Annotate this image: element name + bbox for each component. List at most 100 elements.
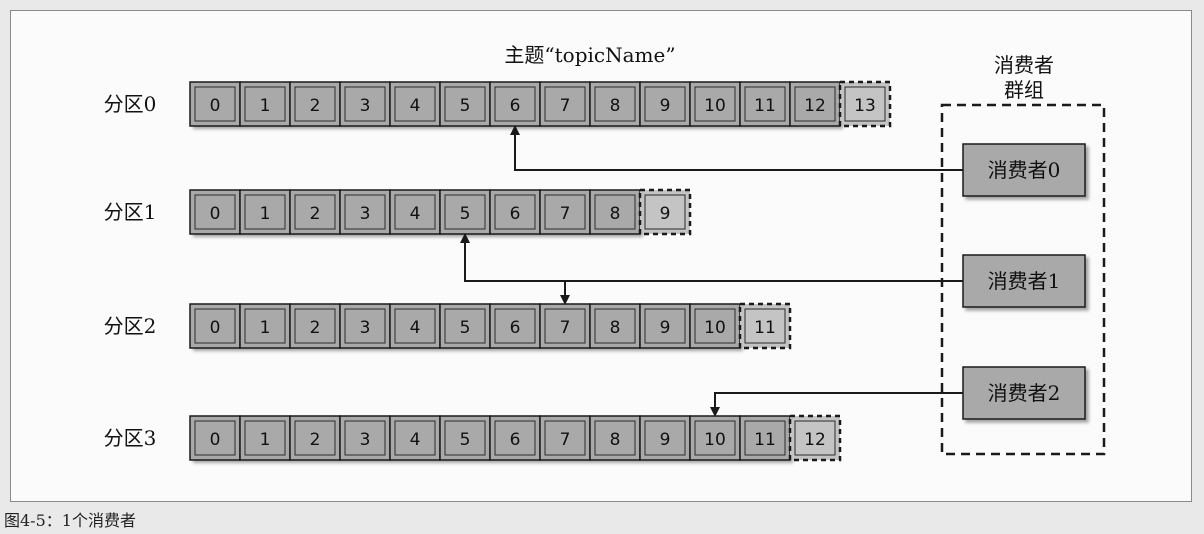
offset-cell-inner [244, 86, 286, 122]
consumer-group-label-line2: 群组 [1004, 78, 1044, 102]
offset-number: 1 [260, 96, 271, 116]
offset-number: 0 [210, 96, 221, 116]
offset-number: 5 [460, 96, 471, 116]
offset-cell-inner [344, 194, 386, 230]
offset-cell [389, 415, 441, 461]
offset-number: 8 [610, 96, 621, 116]
offset-cell-inner [594, 420, 636, 456]
offset-cell-inner [744, 86, 786, 122]
offset-number: 6 [510, 430, 521, 450]
offset-cell [589, 415, 641, 461]
offset-cell-inner [644, 86, 686, 122]
consumer-label: 消费者0 [988, 158, 1061, 182]
offset-cell-inner [594, 86, 636, 122]
offset-cell [289, 303, 341, 349]
offset-cell-inner [794, 420, 836, 456]
read-arrow [460, 233, 963, 282]
offset-number: 11 [754, 430, 776, 450]
offset-cell-inner [444, 420, 486, 456]
offset-cell [789, 81, 841, 127]
offset-cell [439, 81, 491, 127]
offset-cell-inner [344, 86, 386, 122]
offset-cell-inner [494, 86, 536, 122]
offset-number: 2 [310, 204, 321, 224]
offset-cell [539, 303, 591, 349]
offset-cell-inner [394, 308, 436, 344]
offset-cell-inner [494, 194, 536, 230]
offset-cell-inner [644, 420, 686, 456]
offset-cell-inner [544, 308, 586, 344]
offset-cell-inner [194, 420, 236, 456]
offset-cell-inner [444, 86, 486, 122]
offset-number: 5 [460, 430, 471, 450]
pending-offset-cell [638, 188, 692, 236]
offset-number: 10 [704, 430, 726, 450]
offset-cell [689, 303, 741, 349]
offset-number: 7 [560, 96, 571, 116]
offset-cell-inner [344, 420, 386, 456]
offset-cell [489, 303, 541, 349]
offset-cell [389, 303, 441, 349]
offset-number: 9 [660, 430, 671, 450]
offset-cell-inner [494, 420, 536, 456]
offset-cell-inner [844, 86, 886, 122]
offset-number: 0 [210, 318, 221, 338]
arrows-layer [460, 125, 963, 417]
offset-cell-inner [544, 194, 586, 230]
offset-number: 1 [260, 204, 271, 224]
partition-label: 分区1 [104, 200, 157, 224]
pending-offset-cell [788, 414, 842, 462]
offset-cell-inner [694, 86, 736, 122]
offset-cell [639, 415, 691, 461]
offset-number: 9 [660, 204, 671, 224]
partition-label: 分区2 [104, 314, 157, 338]
offset-cell [189, 189, 241, 235]
consumer-box [962, 143, 1086, 197]
offset-number: 3 [360, 204, 371, 224]
offset-cell [589, 189, 641, 235]
offset-number: 4 [410, 204, 421, 224]
offset-number: 4 [410, 430, 421, 450]
offset-number: 7 [560, 430, 571, 450]
offset-cell-inner [244, 194, 286, 230]
consumer-group-box [940, 103, 1106, 456]
offset-cell-inner [794, 86, 836, 122]
offset-cell [639, 81, 691, 127]
consumer-group-label-line1: 消费者 [994, 53, 1054, 77]
read-arrow [510, 125, 963, 171]
offset-cell-inner [194, 86, 236, 122]
offset-cell-inner [694, 308, 736, 344]
offset-cell [189, 81, 241, 127]
offset-number: 0 [210, 204, 221, 224]
offset-cell-inner [394, 194, 436, 230]
offset-number: 1 [260, 430, 271, 450]
offset-cell-inner [294, 308, 336, 344]
offset-cell [189, 415, 241, 461]
offset-number: 4 [410, 96, 421, 116]
offset-cell [339, 415, 391, 461]
offset-cell-inner [644, 194, 686, 230]
offset-cell [339, 189, 391, 235]
offset-number: 8 [610, 204, 621, 224]
offset-number: 0 [210, 430, 221, 450]
offset-cell [339, 81, 391, 127]
offset-number: 11 [754, 96, 776, 116]
offset-number: 5 [460, 318, 471, 338]
offset-cell-inner [194, 194, 236, 230]
offset-number: 3 [360, 430, 371, 450]
offset-cell [389, 189, 441, 235]
offset-cell-inner [444, 308, 486, 344]
offset-number: 5 [460, 204, 471, 224]
offset-cell [289, 81, 341, 127]
offset-cell-inner [444, 194, 486, 230]
offset-number: 10 [704, 96, 726, 116]
offset-cell-inner [394, 420, 436, 456]
offset-cell-inner [244, 308, 286, 344]
consumer-label: 消费者2 [988, 381, 1061, 405]
read-arrow [710, 392, 963, 417]
